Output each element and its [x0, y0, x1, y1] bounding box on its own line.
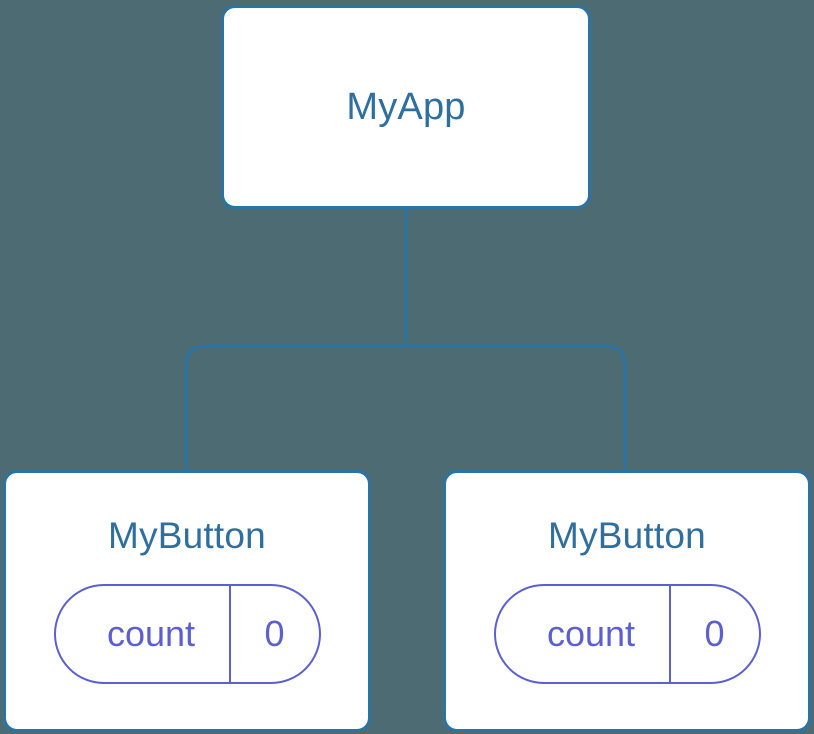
- component-node-title: MyButton: [108, 515, 266, 556]
- edge-to-right-child: [406, 344, 627, 472]
- component-node-mybutton-right[interactable]: MyButton count 0: [443, 470, 811, 732]
- state-key-label: count: [546, 613, 636, 654]
- component-node-title: MyApp: [346, 86, 466, 128]
- state-value-label: 0: [228, 586, 319, 682]
- edge-to-left-child: [184, 344, 406, 472]
- state-pill[interactable]: count 0: [53, 584, 321, 684]
- component-node-title: MyButton: [548, 515, 706, 556]
- component-node-myapp[interactable]: MyApp: [221, 5, 591, 209]
- component-node-mybutton-left[interactable]: MyButton count 0: [3, 470, 371, 732]
- state-pill[interactable]: count 0: [493, 584, 761, 684]
- state-key-label: count: [106, 613, 196, 654]
- state-value-label: 0: [668, 586, 759, 682]
